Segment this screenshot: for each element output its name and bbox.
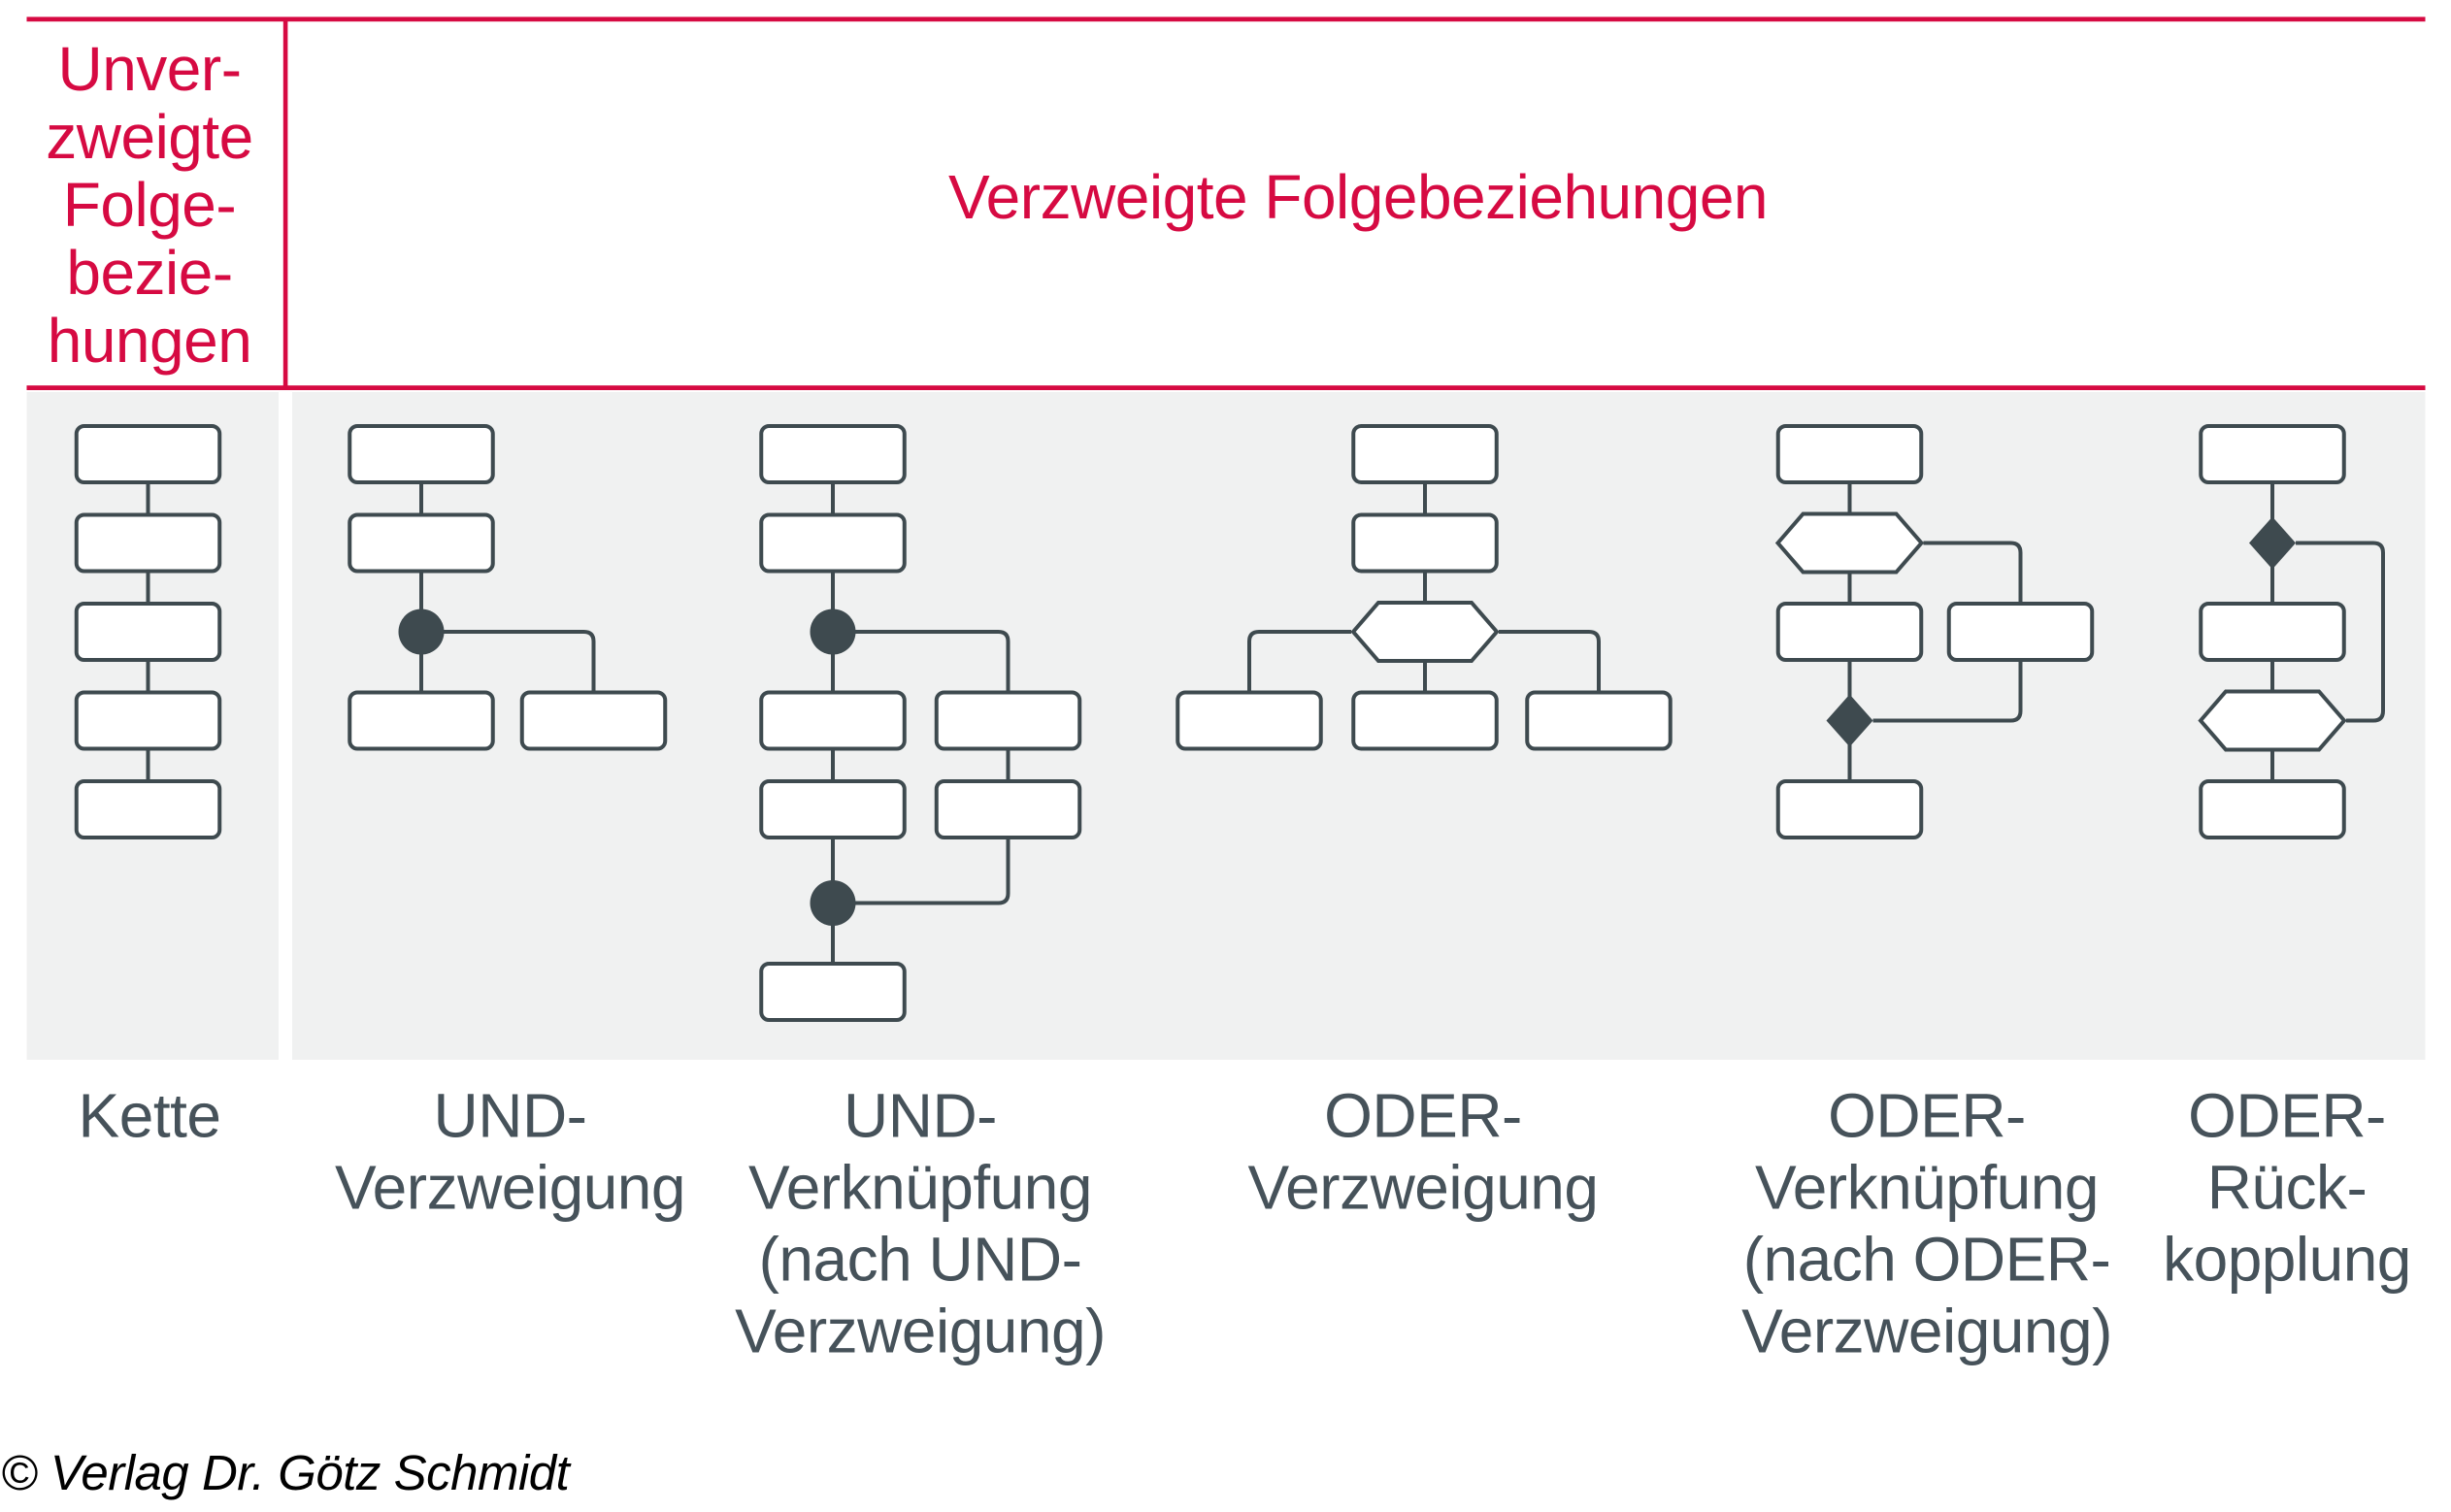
svg-text:ODER-: ODER- [1828, 1081, 2026, 1151]
svg-text:Verknüpfung: Verknüpfung [1755, 1153, 2099, 1223]
svg-text:Verzweigung): Verzweigung) [735, 1297, 1106, 1366]
svg-text:Verzweigung): Verzweigung) [1741, 1297, 2112, 1366]
svg-text:(nach UND-: (nach UND- [759, 1225, 1082, 1295]
svg-text:© Verlag Dr. Götz Schmidt: © Verlag Dr. Götz Schmidt [1, 1445, 572, 1500]
svg-text:Verzweigung: Verzweigung [1248, 1153, 1599, 1223]
svg-text:hungen: hungen [48, 306, 252, 376]
svg-text:Folge-: Folge- [63, 170, 236, 240]
svg-text:Verzweigung: Verzweigung [335, 1153, 685, 1223]
svg-text:Verzweigte Folgebeziehungen: Verzweigte Folgebeziehungen [948, 162, 1768, 232]
svg-text:kopplung: kopplung [2163, 1225, 2411, 1295]
svg-text:Verknüpfung: Verknüpfung [748, 1153, 1092, 1223]
svg-text:(nach ODER-: (nach ODER- [1743, 1225, 2111, 1295]
svg-text:bezie-: bezie- [66, 238, 232, 308]
svg-text:Kette: Kette [79, 1081, 221, 1151]
svg-text:ODER-: ODER- [2188, 1081, 2386, 1151]
svg-text:UND-: UND- [434, 1081, 587, 1151]
svg-text:Unver-: Unver- [57, 34, 241, 104]
svg-text:Rück-: Rück- [2207, 1153, 2368, 1223]
svg-text:zweigte: zweigte [46, 102, 253, 172]
svg-text:UND-: UND- [844, 1081, 997, 1151]
svg-text:ODER-: ODER- [1324, 1081, 1522, 1151]
